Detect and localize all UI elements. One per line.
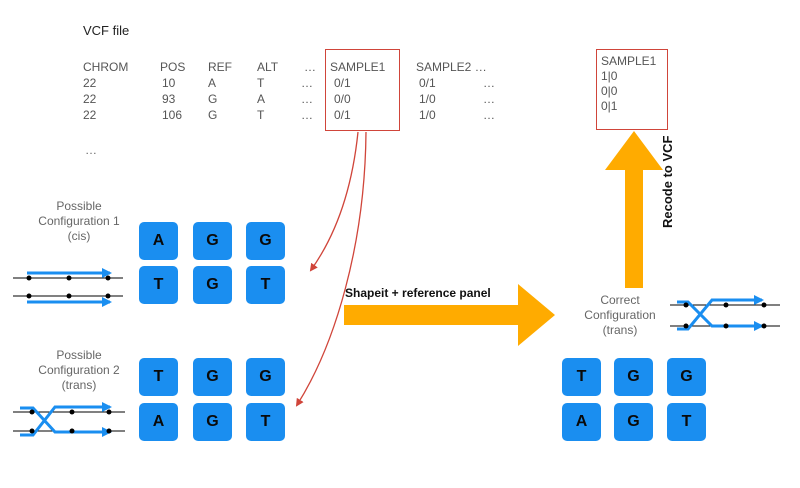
red-arrow-to-config2 <box>295 131 367 407</box>
config2-top-1: T <box>139 358 178 396</box>
config1-label: Possible Configuration 1 (cis) <box>24 199 134 244</box>
row3-chrom: 22 <box>83 108 97 122</box>
shapeit-label: Shapeit + reference panel <box>345 286 491 300</box>
header-pos: POS <box>160 60 186 74</box>
config1-label-line2: Configuration 1 <box>38 214 120 228</box>
header-chrom: CHROM <box>83 60 129 74</box>
correct-top-3: G <box>667 358 706 396</box>
config1-top-1: A <box>139 222 178 260</box>
result-header: SAMPLE1 <box>601 54 657 68</box>
config1-bottom-1: T <box>139 266 178 304</box>
trans-haplotype-icon <box>13 402 125 437</box>
more-rows-ellipsis: … <box>85 143 97 157</box>
config2-label-line2: Configuration 2 <box>38 363 120 377</box>
row1-ellipsis: … <box>301 76 313 90</box>
config2-bottom-2: G <box>193 403 232 441</box>
config2-label-line3: (trans) <box>61 378 97 392</box>
header-alt: ALT <box>257 60 279 74</box>
recode-arrow <box>605 131 663 288</box>
row1-alt: T <box>257 76 265 90</box>
recode-label: Recode to VCF <box>660 135 675 228</box>
row3-more: … <box>483 108 495 122</box>
row3-ref: G <box>208 108 218 122</box>
config2-bottom-3: T <box>246 403 285 441</box>
config1-top-2: G <box>193 222 232 260</box>
row1-more: … <box>483 76 495 90</box>
config1-bottom-2: G <box>193 266 232 304</box>
correct-label-line1: Correct <box>600 293 640 307</box>
correct-top-2: G <box>614 358 653 396</box>
row1-sample1: 0/1 <box>334 76 351 90</box>
row2-sample2: 1/0 <box>419 92 436 106</box>
row3-pos: 106 <box>162 108 183 122</box>
config1-top-3: G <box>246 222 285 260</box>
row2-more: … <box>483 92 495 106</box>
header-ref: REF <box>208 60 232 74</box>
row3-ellipsis: … <box>301 108 313 122</box>
row2-chrom: 22 <box>83 92 97 106</box>
header-sample1: SAMPLE1 <box>330 60 386 74</box>
row2-alt: A <box>257 92 266 106</box>
row1-pos: 10 <box>162 76 176 90</box>
cis-haplotype-icon <box>13 268 123 307</box>
correct-top-1: T <box>562 358 601 396</box>
row3-alt: T <box>257 108 265 122</box>
result-value-3: 0|1 <box>601 99 618 113</box>
config2-label-line1: Possible <box>56 348 102 362</box>
sample1-highlight-box <box>325 49 400 131</box>
vcf-title: VCF file <box>83 23 130 38</box>
config2-top-3: G <box>246 358 285 396</box>
row1-chrom: 22 <box>83 76 97 90</box>
correct-haplotype-icon <box>670 295 780 331</box>
result-sample1-box: SAMPLE1 1|0 0|0 0|1 <box>596 49 668 130</box>
config1-label-line1: Possible <box>56 199 102 213</box>
config2-top-2: G <box>193 358 232 396</box>
row3-sample1: 0/1 <box>334 108 351 122</box>
header-ellipsis: … <box>304 60 316 74</box>
row2-sample1: 0/0 <box>334 92 351 106</box>
correct-bottom-3: T <box>667 403 706 441</box>
row2-pos: 93 <box>162 92 176 106</box>
correct-label-line3: (trans) <box>602 323 638 337</box>
red-arrow-to-config1 <box>309 131 359 272</box>
vcf-table: CHROM POS REF ALT … SAMPLE1 SAMPLE2 … 22… <box>83 60 503 130</box>
correct-bottom-1: A <box>562 403 601 441</box>
result-value-2: 0|0 <box>601 84 618 98</box>
correct-bottom-2: G <box>614 403 653 441</box>
config1-bottom-3: T <box>246 266 285 304</box>
config1-label-line3: (cis) <box>67 229 91 243</box>
header-sample2: SAMPLE2 … <box>416 60 487 74</box>
row1-sample2: 0/1 <box>419 76 436 90</box>
row2-ellipsis: … <box>301 92 313 106</box>
config2-label: Possible Configuration 2 (trans) <box>24 348 134 393</box>
config2-bottom-1: A <box>139 403 178 441</box>
row1-ref: A <box>208 76 217 90</box>
row3-sample2: 1/0 <box>419 108 436 122</box>
correct-config-label: Correct Configuration (trans) <box>570 293 670 338</box>
result-value-1: 1|0 <box>601 69 618 83</box>
row2-ref: G <box>208 92 218 106</box>
correct-label-line2: Configuration <box>584 308 656 322</box>
shapeit-arrow <box>344 284 555 346</box>
